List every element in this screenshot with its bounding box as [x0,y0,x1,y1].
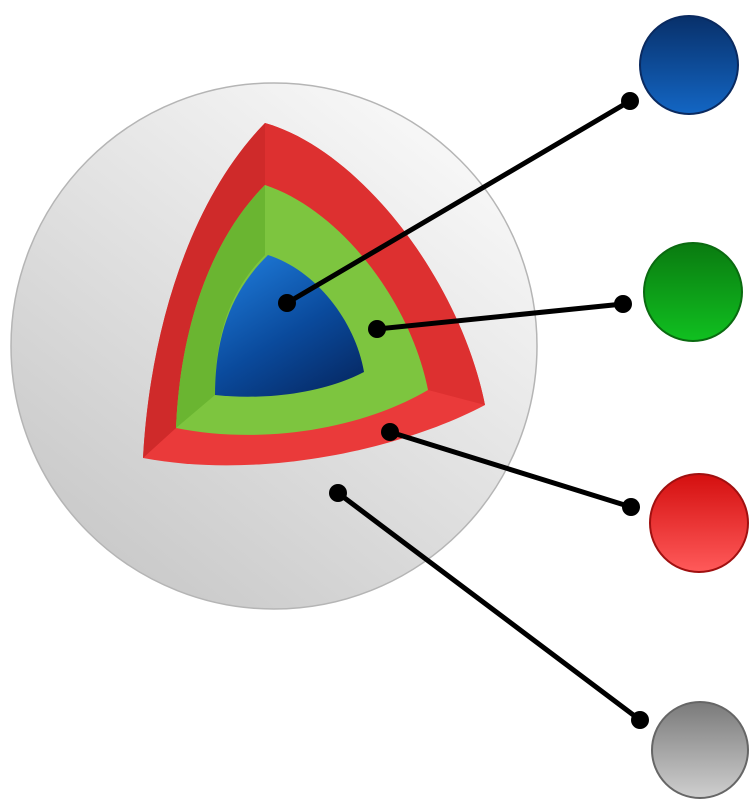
dot-outer-end [622,498,640,516]
dot-core-end [621,92,639,110]
marker-core-blue [640,16,738,114]
dot-shell-end [631,711,649,729]
connector-shell [338,493,640,720]
dot-middle-start [368,320,386,338]
marker-middle-green [644,243,742,341]
dot-shell-start [329,484,347,502]
marker-outer-red [650,474,748,572]
dot-core-start [278,294,296,312]
dot-middle-end [614,295,632,313]
dot-outer-start [381,423,399,441]
marker-shell-gray [652,702,748,798]
